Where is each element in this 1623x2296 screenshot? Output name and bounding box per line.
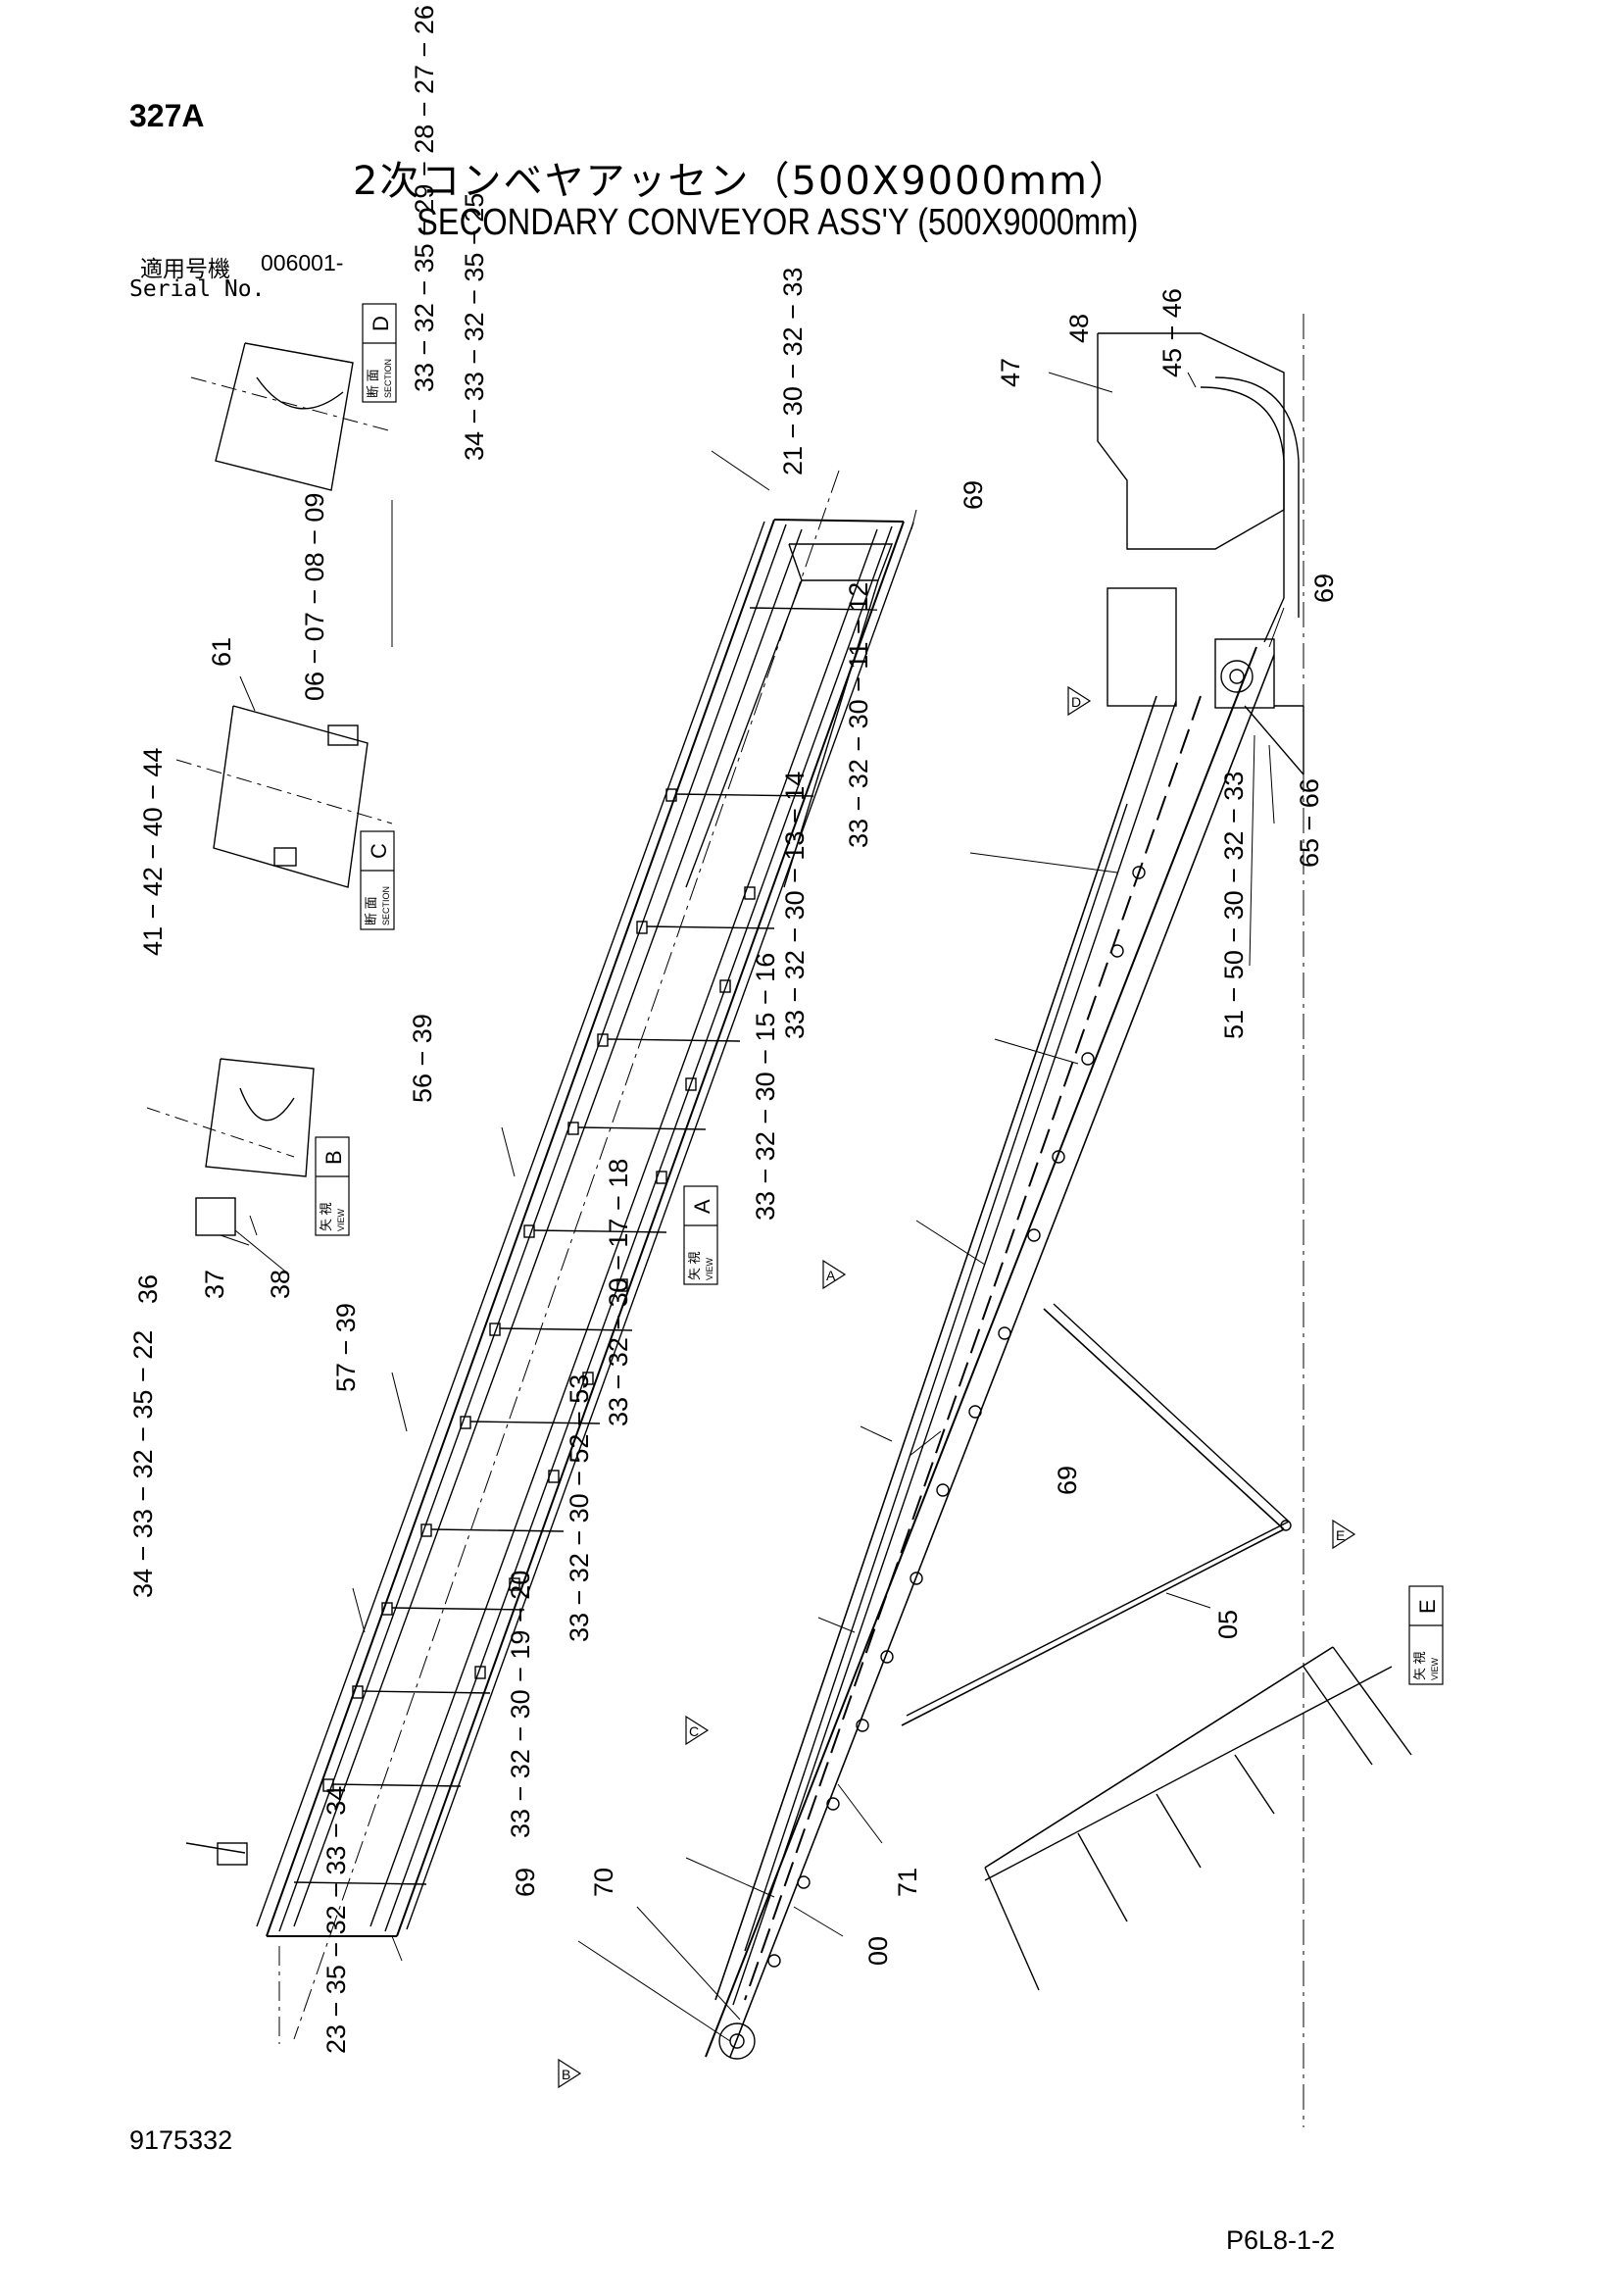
view-box-section-d: 断 面 SECTION D: [362, 303, 397, 403]
title-japanese: 2次コンベヤアッセン（500X9000mm）: [353, 159, 1130, 204]
callout-15-16: 33 − 32 − 30 − 15 − 16: [751, 953, 780, 1221]
view-box-en: SECTION: [381, 886, 391, 925]
svg-text:D: D: [1071, 694, 1081, 710]
view-box-letter: D: [369, 316, 393, 331]
callout-11-12: 33 − 32 − 30 − 11 − 12: [844, 582, 873, 848]
leader-lines: [220, 314, 1304, 2127]
callout-56-39: 56 − 39: [408, 1014, 437, 1103]
callout-57-39: 57 − 39: [331, 1303, 361, 1392]
view-marker-b: B: [558, 2058, 582, 2089]
callout-48: 48: [1064, 314, 1094, 343]
callout-06-09: 06 − 07 − 08 − 09: [300, 493, 329, 701]
main-conveyor-view: [185, 470, 914, 2044]
title-english: SECONDARY CONVEYOR ASS'Y (500X9000mm): [417, 202, 1139, 243]
view-box-jp: 矢 視: [1412, 1651, 1427, 1680]
view-box-jp: 断 面: [364, 896, 378, 925]
callout-71: 71: [893, 1868, 922, 1897]
callout-23-34: 23 − 35 − 32 − 33 − 34: [321, 1786, 351, 2054]
view-box-section-c: 断 面 SECTION C: [360, 830, 395, 930]
view-box-jp: 矢 視: [687, 1251, 702, 1280]
view-box-letter: B: [321, 1150, 346, 1165]
page-reference: P6L8-1-2: [1226, 2225, 1336, 2255]
view-box-jp: 断 面: [366, 369, 380, 398]
view-box-view-a: 矢 視 VIEW A: [683, 1185, 718, 1285]
callout-51-33: 51 − 50 − 30 − 32 − 33: [1219, 772, 1249, 1039]
callout-13-14: 33 − 32 − 30 − 13 − 14: [780, 772, 810, 1039]
serial-value: 006001-: [261, 250, 344, 275]
callout-22: 34 − 33 − 32 − 35 − 22: [128, 1330, 158, 1598]
view-marker-a: A: [822, 1259, 847, 1290]
callout-36: 36: [133, 1274, 163, 1304]
callout-17-18: 33 − 32 − 30 − 17 − 18: [604, 1159, 633, 1426]
callout-70: 70: [589, 1868, 618, 1897]
callout-05: 05: [1213, 1610, 1243, 1639]
callout-top-row-1: 33 − 32 − 35 − 29 − 28 − 27 − 26: [410, 5, 439, 392]
callout-61: 61: [207, 637, 236, 667]
callout-drive-69: 69: [1309, 574, 1339, 603]
view-box-en: VIEW: [336, 1208, 346, 1231]
callout-47: 47: [996, 358, 1025, 387]
side-elevation-conveyor: [705, 332, 1412, 2060]
callout-tail-69: 69: [511, 1868, 540, 1897]
view-box-letter: E: [1415, 1599, 1440, 1614]
view-box-view-e: 矢 視 VIEW E: [1408, 1585, 1444, 1685]
view-box-en: VIEW: [1430, 1657, 1440, 1680]
callout-41-44: 41 − 42 − 40 − 44: [138, 748, 168, 956]
callout-65-66: 65 − 66: [1295, 778, 1324, 868]
svg-text:E: E: [1336, 1527, 1345, 1543]
callout-top-row-3: 21 − 30 − 32 − 33: [778, 268, 808, 475]
svg-text:B: B: [562, 2067, 570, 2082]
view-b-detail: [146, 1058, 315, 1236]
callout-19-20: 33 − 32 − 30 − 19 − 20: [506, 1571, 535, 1838]
drawing-number: 9175332: [129, 2125, 233, 2155]
view-box-en: VIEW: [705, 1257, 714, 1280]
view-box-letter: C: [367, 843, 391, 859]
view-box-en: SECTION: [383, 359, 393, 398]
section-d-detail: [190, 342, 393, 491]
serial-label-japanese: 適用号機: [140, 257, 230, 282]
serial-label-english: Serial No.: [129, 276, 266, 302]
callout-37: 37: [200, 1270, 229, 1299]
view-marker-c: C: [685, 1715, 710, 1746]
view-marker-e: E: [1332, 1519, 1356, 1550]
view-marker-d: D: [1067, 685, 1092, 717]
callout-side-69: 69: [1053, 1466, 1082, 1495]
svg-text:C: C: [689, 1723, 699, 1739]
callout-00: 00: [863, 1936, 893, 1966]
page-code: 327A: [129, 98, 205, 133]
callout-top-row-2: 34 − 33 − 32 − 35 − 25: [460, 193, 489, 461]
section-c-detail: [175, 705, 393, 888]
callout-38: 38: [266, 1270, 295, 1299]
callout-45-46: 45 − 46: [1157, 288, 1187, 377]
view-box-letter: A: [690, 1199, 714, 1214]
callout-52-53: 33 − 32 − 30 − 52 − 53: [565, 1374, 594, 1642]
view-box-view-b: 矢 視 VIEW B: [315, 1136, 350, 1236]
svg-text:A: A: [826, 1268, 836, 1283]
view-box-jp: 矢 視: [319, 1202, 333, 1231]
callout-head-69: 69: [959, 480, 988, 510]
